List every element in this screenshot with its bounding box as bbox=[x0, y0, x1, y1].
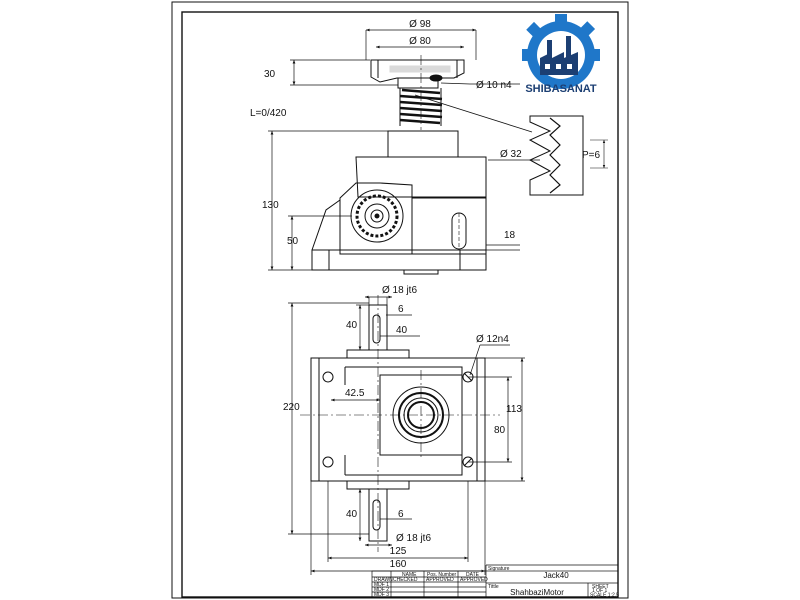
tb-sheet-hdr: SHEET bbox=[592, 584, 609, 590]
dim-40-bot: 40 bbox=[346, 509, 358, 520]
dim-30: 30 bbox=[264, 69, 276, 80]
dim-18: 18 bbox=[504, 230, 516, 241]
tb-date-hdr: DATE bbox=[466, 572, 480, 578]
dim-d10: Ø 10 n4 bbox=[476, 80, 512, 91]
factory-icon bbox=[540, 36, 578, 75]
gearbox-body bbox=[355, 156, 487, 198]
dim-50: 50 bbox=[287, 236, 299, 247]
front-view bbox=[268, 28, 608, 275]
tb-mdf3: MDF 3 bbox=[374, 592, 389, 598]
bearing-section bbox=[350, 189, 404, 243]
tb-sheet-val: 1 OF 1 bbox=[592, 588, 608, 594]
bolt-holes bbox=[322, 371, 474, 468]
dim-220: 220 bbox=[283, 402, 300, 413]
dim-6-bot: 6 bbox=[398, 509, 404, 520]
tb-pos-hdr: Pos. Number bbox=[427, 572, 457, 578]
tb-name-hdr: NAME bbox=[402, 572, 417, 578]
tb-scale: SCALE 1:2.5 bbox=[590, 593, 619, 599]
dim-125: 125 bbox=[390, 546, 407, 557]
housing-plate bbox=[310, 357, 486, 482]
tb-part-name: Jack40 bbox=[543, 571, 569, 580]
dim-40-top-a: 40 bbox=[346, 320, 358, 331]
dim-L: L=0/420 bbox=[250, 108, 287, 119]
dim-42-5: 42.5 bbox=[345, 388, 365, 399]
base-plate bbox=[311, 249, 487, 271]
dim-6-top: 6 bbox=[398, 304, 404, 315]
outer-border bbox=[171, 1, 629, 599]
dim-d32: Ø 32 bbox=[500, 149, 522, 160]
thread-detail bbox=[414, 94, 608, 196]
dim-d18-bot: Ø 18 jt6 bbox=[396, 533, 431, 544]
dim-113: 113 bbox=[506, 404, 522, 415]
logo-text: SHIBASANAT bbox=[525, 83, 597, 95]
dim-130: 130 bbox=[262, 200, 279, 211]
tb-mdf2: MDF 2 bbox=[374, 587, 389, 593]
dim-d18-top: Ø 18 jt6 bbox=[382, 285, 417, 296]
dim-d98: Ø 98 bbox=[409, 19, 431, 30]
shibasanat-logo: SHIBASANAT bbox=[522, 14, 600, 95]
tb-drawn: DRAWN bbox=[374, 577, 393, 583]
dim-40-top-b: 40 bbox=[396, 325, 408, 336]
dim-d80: Ø 80 bbox=[409, 36, 431, 47]
dim-160: 160 bbox=[390, 559, 407, 570]
tb-checked: CHECKED bbox=[393, 577, 418, 583]
dim-P6: P=6 bbox=[582, 150, 601, 161]
tb-approved1: APPROVED bbox=[426, 577, 454, 583]
tb-company: ShahbaziMotor bbox=[510, 588, 564, 597]
dim-d12: Ø 12n4 bbox=[476, 334, 509, 345]
title-block bbox=[371, 564, 619, 598]
dim-80: 80 bbox=[494, 425, 506, 436]
tb-title-hdr: Tittle bbox=[488, 584, 499, 590]
tb-approved2: APPROVED bbox=[460, 577, 488, 583]
tb-signature-hdr: Signature bbox=[488, 566, 510, 572]
tb-mdf1: MDF 1 bbox=[374, 582, 389, 588]
